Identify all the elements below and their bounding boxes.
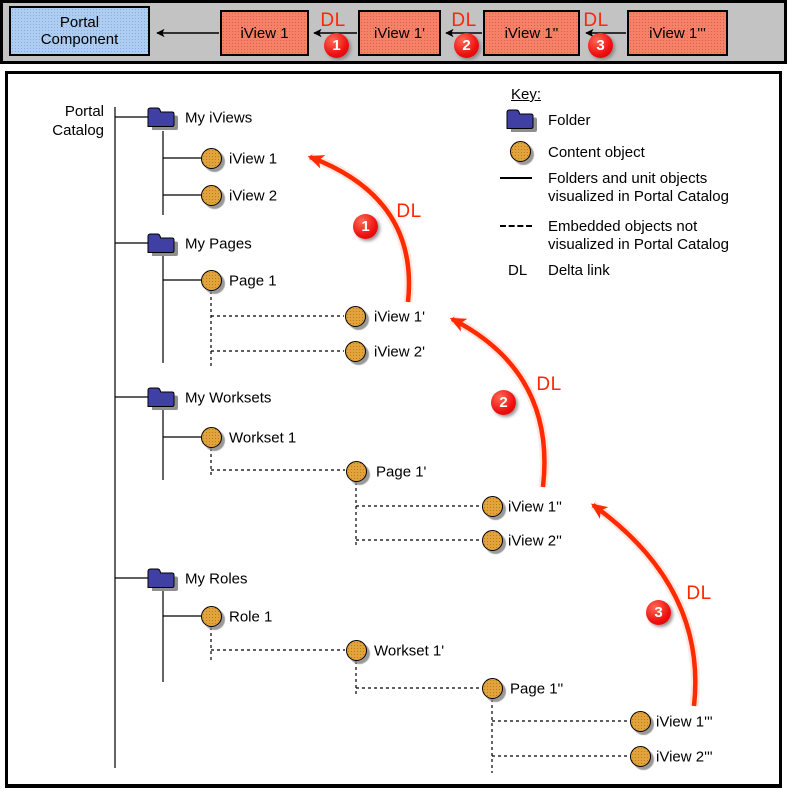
- tree-item-my-pages: My Pages: [185, 235, 252, 253]
- content-object-icon-iview2: [201, 185, 222, 206]
- content-object-icon-iview2-doubleprime: [482, 530, 503, 551]
- main-dl-label-2: DL: [536, 374, 562, 395]
- strip-dl-label-2: DL: [451, 10, 477, 31]
- content-object-icon-page1-doubleprime: [482, 678, 503, 699]
- iview1-prime-box-label: iView 1': [374, 24, 425, 42]
- iview1-doubleprime-box-label: iView 1'': [504, 24, 559, 42]
- key-folder-label: Folder: [548, 112, 591, 129]
- strip-dl-badge-2: 2: [454, 33, 479, 58]
- portal-component-box: Portal Component: [9, 6, 150, 56]
- tree-item-workset1: Workset 1: [229, 429, 297, 447]
- content-object-icon-workset1-prime: [346, 640, 367, 661]
- content-object-icon-iview1-doubleprime: [482, 496, 503, 517]
- iview1-prime-box: iView 1': [358, 10, 441, 56]
- main-dl-badge-3: 3: [646, 600, 671, 625]
- key-content-object-icon: [510, 141, 531, 162]
- tree-item-iview2-doubleprime: iView 2'': [508, 532, 562, 550]
- content-object-icon-iview2-tripleprime: [630, 746, 651, 767]
- key-dl-label: Delta link: [548, 262, 610, 279]
- content-object-icon-page1-prime: [346, 461, 367, 482]
- iview1-doubleprime-box: iView 1'': [483, 10, 580, 56]
- tree-item-iview1: iView 1: [229, 150, 278, 168]
- iview1-box: iView 1: [220, 10, 309, 56]
- content-object-icon-workset1: [201, 427, 222, 448]
- tree-item-page1: Page 1: [229, 272, 277, 290]
- key-content-object-label: Content object: [548, 144, 645, 161]
- iview1-box-label: iView 1: [240, 24, 289, 42]
- main-dl-label-3: DL: [686, 583, 712, 604]
- tree-item-iview1-prime: iView 1': [374, 308, 425, 326]
- content-object-icon-iview1-prime: [345, 306, 366, 327]
- tree-item-page1-doubleprime: Page 1'': [510, 680, 564, 698]
- content-object-icon-iview2-prime: [345, 341, 366, 362]
- content-object-icon-iview1-tripleprime: [630, 711, 651, 732]
- strip-dl-badge-1: 1: [324, 33, 349, 58]
- tree-item-page1-prime: Page 1': [376, 463, 427, 481]
- key-solid-line-label: Folders and unit objects visualized in P…: [548, 170, 729, 205]
- main-dl-badge-1: 1: [353, 214, 378, 239]
- folder-icon-my-roles: [146, 565, 178, 593]
- key-dl-abbr: DL: [508, 262, 528, 279]
- tree-item-iview2: iView 2: [229, 187, 278, 205]
- content-object-icon-role1: [201, 606, 222, 627]
- iview1-tripleprime-box-label: iView 1''': [649, 24, 706, 42]
- main-dl-badge-2: 2: [491, 390, 516, 415]
- tree-item-iview1-doubleprime: iView 1'': [508, 498, 562, 516]
- tree-item-my-iviews: My iViews: [185, 109, 253, 127]
- key-folder-icon: [505, 106, 537, 134]
- main-dl-label-1: DL: [396, 201, 422, 222]
- key-title: Key:: [511, 86, 542, 103]
- folder-icon-my-iviews: [146, 104, 178, 132]
- strip-dl-label-1: DL: [320, 10, 346, 31]
- tree-item-iview2-prime: iView 2': [374, 343, 425, 361]
- key-dashed-line-label: Embedded objects not visualized in Porta…: [548, 218, 729, 253]
- tree-item-iview2-tripleprime: iView 2''': [656, 748, 713, 766]
- content-object-icon-iview1: [201, 148, 222, 169]
- iview1-tripleprime-box: iView 1''': [627, 10, 728, 56]
- content-object-icon-page1: [201, 270, 222, 291]
- tree-item-my-worksets: My Worksets: [185, 389, 272, 407]
- key-dashed-line-sample: [500, 225, 532, 227]
- folder-icon-my-worksets: [146, 384, 178, 412]
- strip-dl-badge-3: 3: [588, 33, 613, 58]
- folder-icon-my-pages: [146, 230, 178, 258]
- tree-item-my-roles: My Roles: [185, 570, 248, 588]
- portal-component-label: Portal Component: [40, 14, 119, 48]
- strip-dl-label-3: DL: [583, 10, 609, 31]
- key-solid-line-sample: [500, 177, 532, 179]
- tree-item-workset1-prime: Workset 1': [374, 642, 445, 660]
- tree-item-iview1-tripleprime: iView 1''': [656, 713, 713, 731]
- portal-catalog-label: Portal Catalog: [52, 103, 104, 139]
- tree-item-role1: Role 1: [229, 608, 273, 626]
